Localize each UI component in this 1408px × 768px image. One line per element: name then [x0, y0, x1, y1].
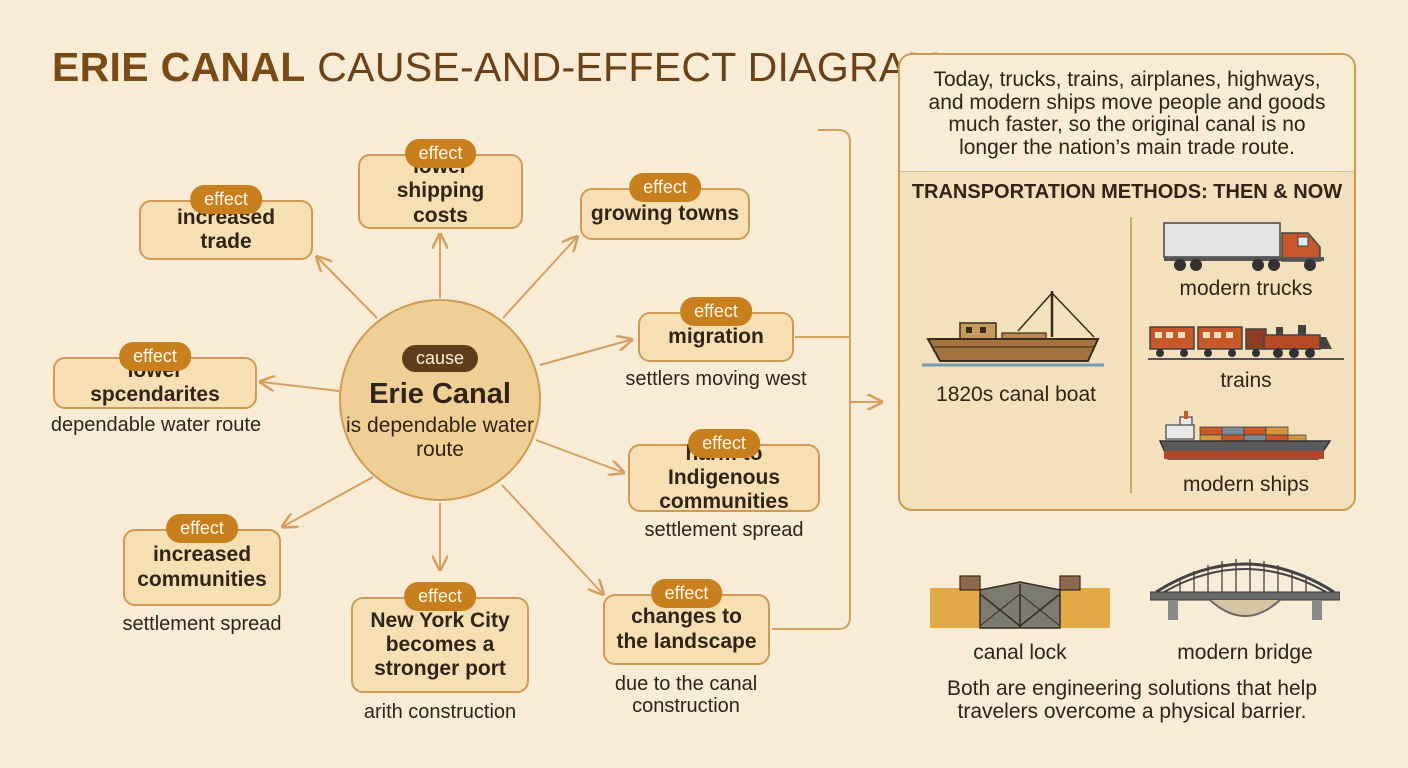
- cause-title: Erie Canal: [369, 378, 511, 410]
- effect-box-increased-communities: effect increased communities: [123, 514, 281, 606]
- panel-intro: Today, trucks, trains, airplanes, highwa…: [900, 55, 1354, 172]
- arrow-to-changes-to-landscape: [501, 484, 602, 593]
- label-modern-ships: modern ships: [1182, 473, 1310, 496]
- label-canal-lock: canal lock: [973, 641, 1067, 664]
- cause-subtitle: is dependable water route: [346, 414, 534, 462]
- canal-lock-icon: [930, 575, 1110, 629]
- effect-note: settlement spread: [122, 613, 282, 635]
- arrow-to-increased-communities: [284, 476, 374, 526]
- bottom-caption: Both are engineering solutions that help…: [946, 677, 1318, 723]
- title-rest: CAUSE-AND-EFFECT DIAGRAM: [305, 44, 942, 90]
- train-icon: [1148, 325, 1344, 360]
- canal-boat-icon: [922, 291, 1104, 367]
- effect-tag: effect: [190, 185, 262, 214]
- label-canal-boat: 1820s canal boat: [936, 383, 1096, 406]
- effect-box-new-york-city-port: effect New York City becomes a stronger …: [351, 582, 529, 693]
- arrow-to-lower-spcendarites: [262, 382, 340, 392]
- effect-tag: effect: [404, 139, 477, 168]
- bridge-icon: [1150, 559, 1340, 620]
- effect-text: New York City becomes a stronger port: [370, 608, 510, 681]
- effect-tag: effect: [404, 582, 476, 611]
- effect-note: arith construction: [363, 701, 517, 723]
- transport-panel: Today, trucks, trains, airplanes, highwa…: [898, 53, 1356, 511]
- cargo-ship-icon: [1158, 411, 1332, 460]
- effect-tag: effect: [688, 429, 760, 458]
- label-modern-bridge: modern bridge: [1177, 641, 1313, 664]
- cause-circle: cause Erie Canal is dependable water rou…: [339, 299, 541, 501]
- label-modern-trucks: modern trucks: [1179, 277, 1313, 300]
- effect-note: settlement spread: [644, 519, 804, 541]
- effect-text: changes to the landscape: [616, 605, 757, 653]
- effect-box-changes-to-landscape: effect changes to the landscape: [603, 579, 770, 665]
- effect-tag: effect: [166, 514, 238, 543]
- diagram-title: ERIE CANAL CAUSE-AND-EFFECT DIAGRAM: [52, 44, 941, 91]
- effect-box-lower-shipping-costs: effect lower shipping costs: [358, 139, 523, 229]
- effect-box-harm-to-indigenous-communities: effect harm to Indigenous communities: [628, 429, 820, 513]
- effect-note: settlers moving west: [625, 368, 807, 390]
- effect-box-migration: effect migration: [638, 297, 794, 362]
- effect-note: due to the canal construction: [614, 673, 758, 717]
- arrow-to-harm-to-indigenous: [535, 439, 622, 472]
- panel-divider: [1130, 217, 1132, 493]
- panel-heading: TRANSPORTATION METHODS: THEN & NOW: [911, 181, 1343, 203]
- effect-tag: effect: [629, 173, 701, 202]
- effect-tag: effect: [119, 342, 191, 371]
- effect-text: migration: [668, 324, 764, 348]
- effect-note: dependable water route: [50, 414, 262, 436]
- effect-box-growing-towns: effect growing towns: [580, 173, 750, 240]
- effect-text: growing towns: [590, 201, 740, 225]
- effect-tag: effect: [680, 297, 752, 326]
- arrow-to-migration: [539, 340, 630, 366]
- effect-tag: effect: [650, 579, 723, 608]
- label-trains: trains: [1220, 369, 1272, 392]
- cause-tag: cause: [401, 345, 479, 372]
- bracket-connector: [772, 129, 851, 630]
- effect-box-lower-spcendarites: effect lower spcendarites: [53, 342, 257, 409]
- effect-text: increased communities: [137, 543, 267, 591]
- effect-box-increased-trade: effect increased trade: [139, 185, 313, 260]
- truck-icon: [1163, 222, 1324, 271]
- title-bold: ERIE CANAL: [52, 44, 306, 90]
